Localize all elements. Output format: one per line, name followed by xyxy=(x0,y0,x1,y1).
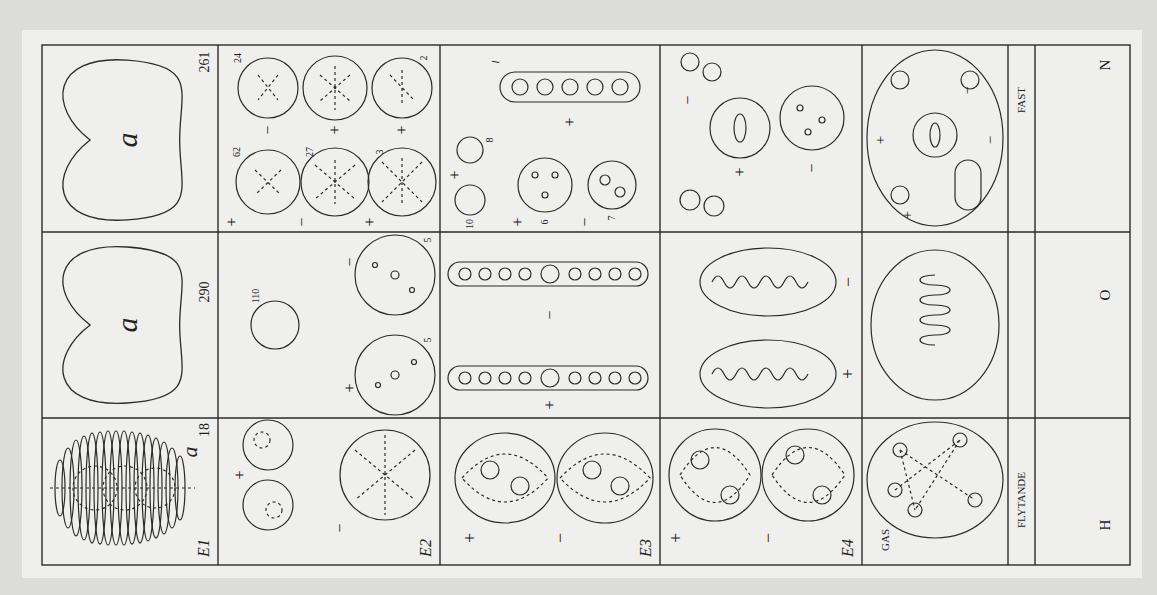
plate-label: FLYTANDE xyxy=(1016,472,1027,528)
plate-label: l xyxy=(490,60,501,63)
plate-label: + xyxy=(667,533,685,543)
plate-label: + xyxy=(562,117,578,126)
plate-label: 8 xyxy=(485,138,495,143)
plate-label: − xyxy=(680,95,696,104)
plate-label: + xyxy=(362,217,378,226)
plate-label: 110 xyxy=(251,289,261,304)
plate-label: 18 xyxy=(198,423,212,437)
plate-label: + xyxy=(510,217,526,226)
plate-label: + xyxy=(447,170,463,179)
plate-label: − xyxy=(342,257,358,266)
plate-label: + xyxy=(224,217,240,226)
plate-label: − xyxy=(804,163,820,172)
plate-label: E1 xyxy=(196,539,212,557)
plate-label: + xyxy=(873,136,888,144)
plate-label: E4 xyxy=(840,539,856,557)
shape-letter: a xyxy=(110,133,144,148)
shape-letter: a xyxy=(110,318,144,333)
plate-label: N xyxy=(1098,60,1113,71)
plate-label: 10 xyxy=(465,219,475,229)
plate-label: − xyxy=(577,217,593,226)
plate-label: 24 xyxy=(233,53,243,63)
plate-label: + xyxy=(901,211,915,219)
heart-outline: a xyxy=(48,242,206,408)
plate-label: FAST xyxy=(1016,87,1027,113)
plate-label: − xyxy=(260,125,276,134)
plate-label: − xyxy=(332,523,348,532)
plate-label: 6 xyxy=(540,220,550,225)
plate-label: + xyxy=(461,533,479,543)
plate-label: H xyxy=(1098,520,1113,531)
plate-label: 5 xyxy=(423,338,433,343)
plate-label: − xyxy=(542,310,558,319)
plate-label: − xyxy=(551,533,569,543)
plate-label: + xyxy=(839,369,857,379)
plate-label: O xyxy=(1098,290,1113,301)
plate-label: − xyxy=(759,533,777,543)
plate-label: + xyxy=(232,470,248,479)
plate-label: 62 xyxy=(232,147,242,157)
plate-label: + xyxy=(732,167,748,176)
heart-outline: a xyxy=(48,55,206,225)
plate-label: GAS xyxy=(880,529,891,551)
plate-label: + xyxy=(342,383,358,392)
plate-label: + xyxy=(394,125,410,134)
plate-label: 261 xyxy=(198,52,212,73)
plate-label: a xyxy=(179,447,201,458)
plate-label: 2 xyxy=(419,56,429,61)
plate-label: E2 xyxy=(418,539,434,557)
plate-label: 3 xyxy=(375,150,385,155)
plate-label: 27 xyxy=(305,147,315,157)
plate-label: − xyxy=(983,136,998,144)
plate-label: 7 xyxy=(607,216,617,221)
plate-label: + xyxy=(542,400,558,409)
plate-label: E3 xyxy=(638,539,654,557)
plate-label: − xyxy=(961,86,975,94)
plate-label: − xyxy=(839,277,857,287)
plate-label: − xyxy=(294,217,310,226)
plate-label: 290 xyxy=(198,282,212,303)
plate-label: 5 xyxy=(423,238,433,243)
plate-label: + xyxy=(327,125,343,134)
